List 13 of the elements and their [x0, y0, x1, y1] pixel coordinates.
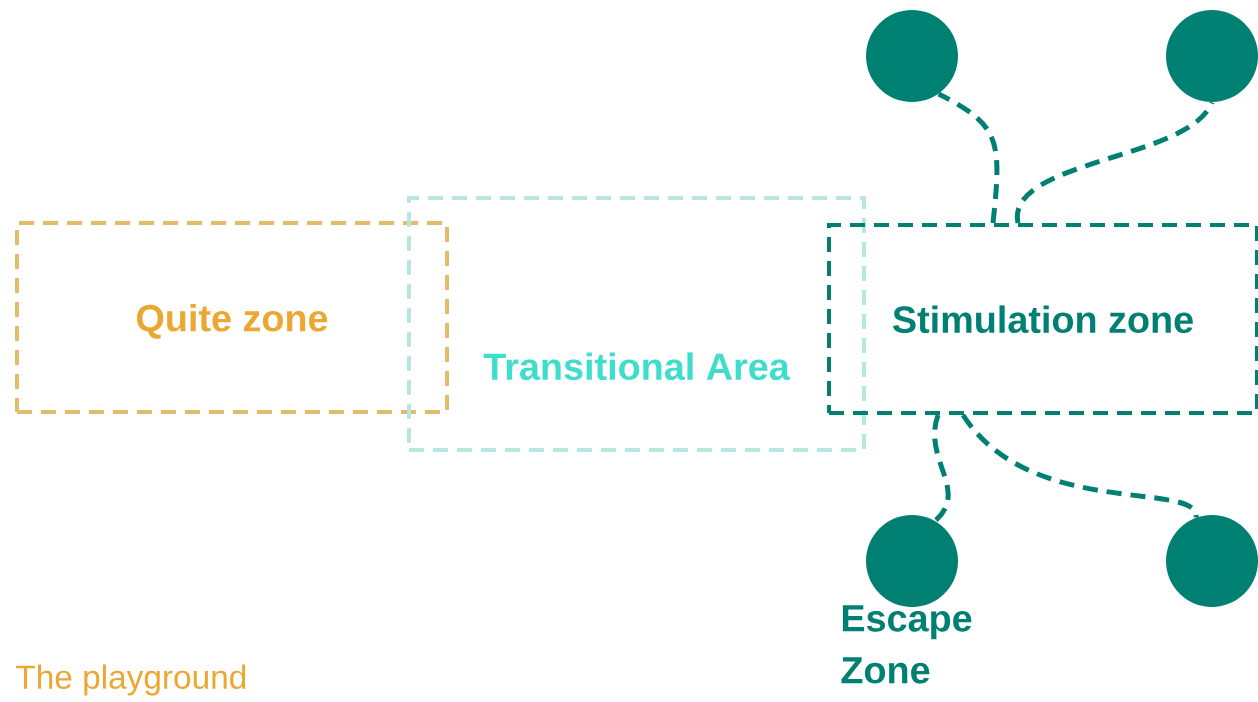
zone-box: Transitional Area [407, 196, 866, 452]
caption-text: The playground [16, 664, 246, 696]
circle-marker [866, 515, 958, 607]
dashed-connector [961, 413, 1199, 519]
dashed-connector [932, 414, 951, 523]
zone-box: Quite zone [15, 221, 449, 414]
dashed-connector [937, 91, 1000, 224]
dashed-connector [1015, 100, 1215, 224]
circle-marker [866, 10, 958, 102]
zone-box: Stimulation zone [827, 223, 1258, 415]
circle-marker [1166, 515, 1258, 607]
circle-marker [1166, 10, 1258, 102]
node-caption: Escape Zone [841, 605, 972, 684]
